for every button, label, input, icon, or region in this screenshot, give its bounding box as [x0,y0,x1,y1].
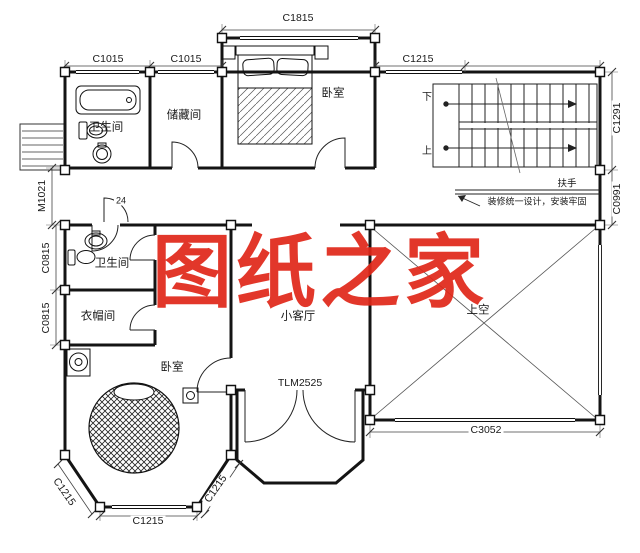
dim-c1291: C1291 [610,100,623,136]
dim-c3052: C3052 [468,423,504,436]
handrail-lines [455,189,600,195]
column-markers [59,32,606,513]
bathtub-icon [75,85,141,115]
dim-24: 24 [113,195,129,206]
room-label-storage: 储藏间 [166,109,202,122]
room-label-small-living: 小客厅 [280,310,316,323]
dim-c1815: C1815 [280,11,316,24]
dim-c0815-a: C0815 [39,240,52,276]
door-arc [302,389,356,443]
sink-icon [84,230,108,250]
room-label-void: 上空 [466,304,490,317]
toilet-icon [67,249,96,266]
double-bed-icon [221,45,329,145]
door-arc [171,141,199,169]
door-arc [314,137,346,169]
room-label-bedroom-lower: 卧室 [160,361,184,374]
door-arc [129,234,156,261]
dim-c1215-bottom: C1215 [130,514,166,527]
door-arc [91,224,119,252]
dim-m1021: M1021 [35,177,48,215]
dim-tlm2525: TLM2525 [275,376,325,389]
dim-c1215-top: C1215 [400,52,436,65]
toilet-icon [78,121,108,140]
handrail-label: 扶手 [555,178,579,190]
dim-c1015-a: C1015 [90,52,126,65]
dim-c0991: C0991 [610,181,623,217]
stairs-down-label: 下 [422,92,432,103]
watermark: 图纸之家 [152,225,488,319]
room-label-cloakroom: 衣帽间 [80,310,116,323]
round-bed-icon [88,382,199,474]
walls-lowerleft-internal [65,225,157,347]
hatch-platform [19,123,66,171]
window-symbols [76,35,603,510]
door-arc [129,304,156,331]
dim-c0815-b: C0815 [39,300,52,336]
walls-upper-dividers [148,72,377,168]
dimension-lines [46,24,618,521]
stairs-up-label: 上 [422,146,432,157]
room-label-bedroom-upper: 卧室 [321,87,345,100]
door-arc [244,389,298,443]
washer-icon [66,348,91,377]
sink-icon [92,142,112,164]
room-label-bathroom-upper: 卫生间 [88,121,124,134]
dim-c1015-b: C1015 [168,52,204,65]
decoration-note: 装修统一设计，安装牢固 [485,196,589,207]
void-cross-lines [371,227,597,419]
note-leader-line [457,195,481,207]
door-arc [196,357,232,393]
room-label-bathroom-lower: 卫生间 [94,257,130,270]
walls-porch [235,390,365,485]
stairs-icon [432,77,598,174]
